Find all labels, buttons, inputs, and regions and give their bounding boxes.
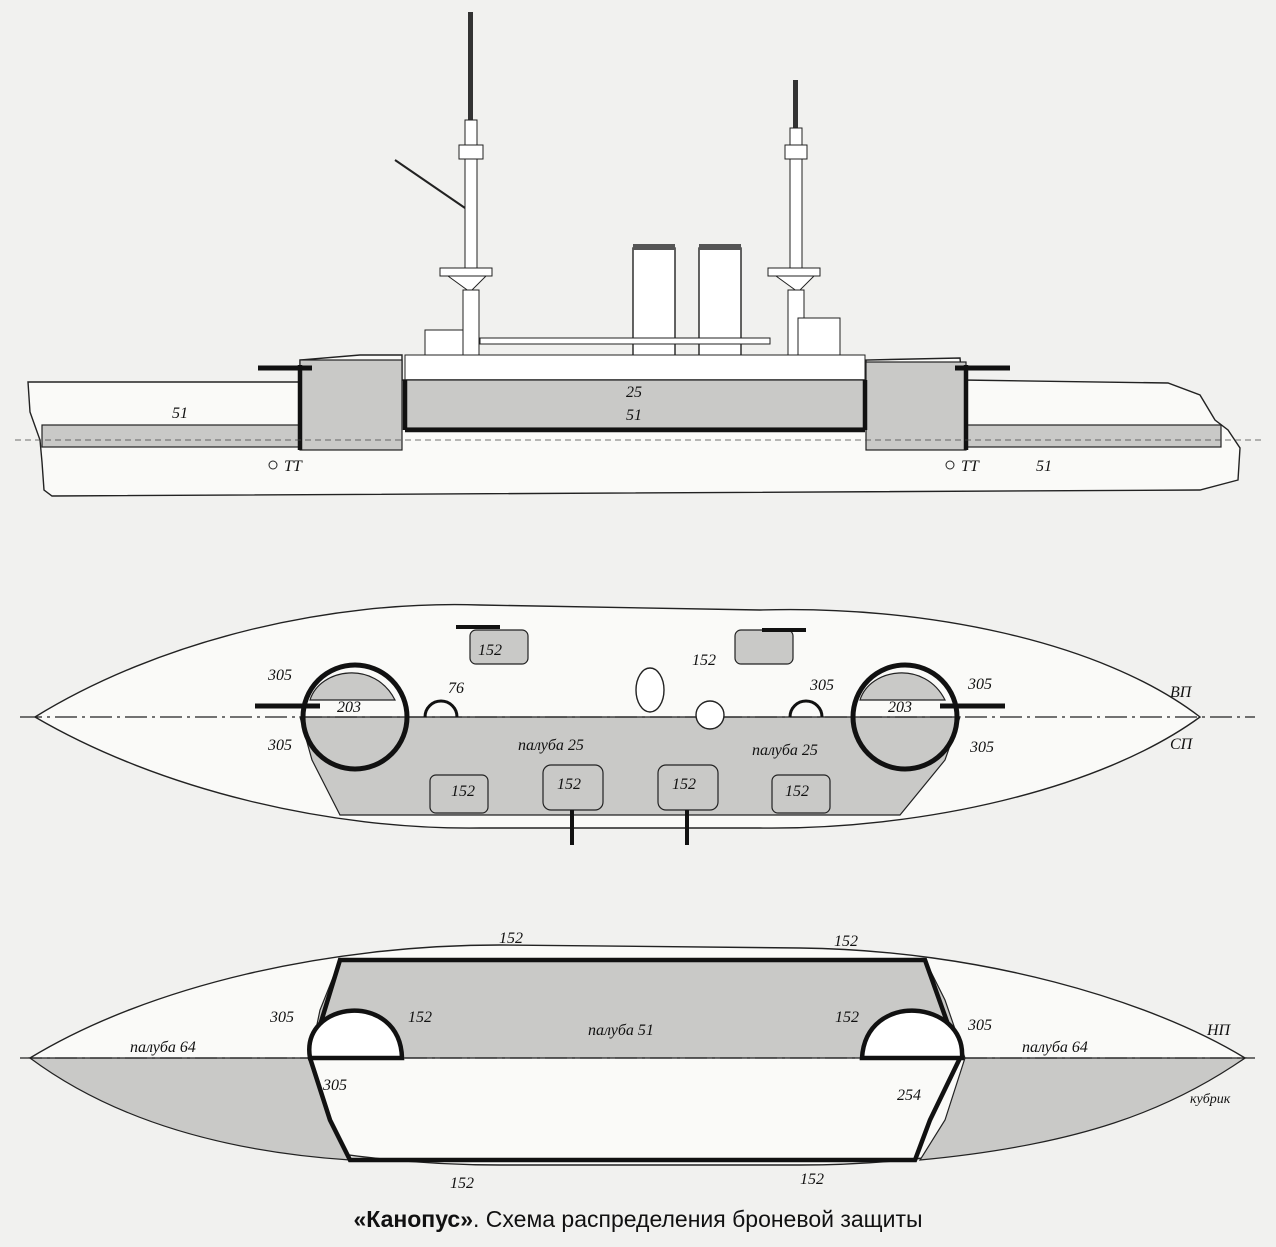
sp-label: СП xyxy=(1170,736,1194,753)
barbette-aft-top-label: 305 xyxy=(967,676,992,693)
barbette-fwd-bottom-label: 305 xyxy=(267,737,292,754)
np-label: НП xyxy=(1206,1022,1232,1039)
fore-barbette xyxy=(300,662,410,772)
kubrik-label: кубрик xyxy=(1190,1092,1231,1107)
casemate-top-left-label: 152 xyxy=(478,642,502,659)
deck-fwd-label: палуба 25 xyxy=(518,737,584,754)
stern-belt-armor xyxy=(965,424,1222,448)
stern-lower-armor xyxy=(918,1057,1247,1161)
bottom-side-right-label: 152 xyxy=(800,1171,824,1188)
aft-barbette xyxy=(850,662,960,772)
barbette-aft-bottom-label: 305 xyxy=(969,739,994,756)
bow-belt-label: 51 xyxy=(172,405,188,422)
bow-lower-armor xyxy=(28,1057,352,1161)
bulkhead-aft-label: 152 xyxy=(835,1009,859,1026)
citadel-outline xyxy=(307,957,963,1163)
barbette-aft-top-label: 305 xyxy=(967,1017,992,1034)
barbette-aft-inner-label: 305 xyxy=(809,677,834,694)
deck-stern-label: палуба 64 xyxy=(1022,1039,1088,1056)
casemate-bottom-3-label: 152 xyxy=(672,776,696,793)
barbette-fwd-bottom-label: 305 xyxy=(322,1077,347,1094)
fore-mast xyxy=(394,12,493,361)
casemate-bottom-1-label: 152 xyxy=(451,783,475,800)
barbette-fwd-top-label: 305 xyxy=(267,667,292,684)
turret-aft-label: 203 xyxy=(888,699,912,716)
torpedo-tube-fore-icon xyxy=(268,460,278,470)
citadel-lower-label: 51 xyxy=(626,407,642,424)
top-side-right-label: 152 xyxy=(834,933,858,950)
turret-fwd-label: 203 xyxy=(337,699,361,716)
casemate-bottom-4-label: 152 xyxy=(785,783,809,800)
figure-caption: «Канопус». Схема распределения броневой … xyxy=(0,1206,1276,1233)
barbette-aft-254-label: 254 xyxy=(897,1087,921,1104)
upper-plan-view: 305 305 203 76 152 152 305 203 305 305 п… xyxy=(20,603,1255,845)
vp-label: ВП xyxy=(1170,684,1193,701)
casemate-bottom-2-label: 152 xyxy=(557,776,581,793)
bottom-side-left-label: 152 xyxy=(450,1175,474,1192)
lower-plan-view: 152 152 305 152 палуба 51 152 305 НП пал… xyxy=(20,930,1255,1192)
gun-76-label: 76 xyxy=(448,680,464,697)
profile-view: 51 25 51 TT TT 51 xyxy=(15,12,1262,497)
deck-center-label: палуба 51 xyxy=(588,1022,654,1039)
stern-belt-label: 51 xyxy=(1036,458,1052,475)
deck-bow-label: палуба 64 xyxy=(130,1039,196,1056)
funnels xyxy=(479,244,771,361)
tt-aft-label: TT xyxy=(961,458,980,475)
tt-fore-label: TT xyxy=(284,458,303,475)
casemate-top-right-label: 152 xyxy=(692,652,716,669)
citadel-upper-label: 25 xyxy=(626,384,642,401)
main-mast xyxy=(767,80,821,361)
top-side-left-label: 152 xyxy=(499,930,523,947)
aft-barbette-armor xyxy=(865,361,967,451)
fore-barbette-armor xyxy=(299,359,403,451)
caption-title: «Канопус» xyxy=(353,1206,474,1232)
barbette-fwd-top-label: 305 xyxy=(269,1009,294,1026)
upper-deck-armor xyxy=(299,716,961,816)
torpedo-tube-aft-icon xyxy=(945,460,955,470)
deck-aft-label: палуба 25 xyxy=(752,742,818,759)
bulkhead-fwd-label: 152 xyxy=(408,1009,432,1026)
bow-belt-armor xyxy=(41,424,301,448)
caption-text: . Схема распределения броневой защиты xyxy=(473,1206,923,1232)
